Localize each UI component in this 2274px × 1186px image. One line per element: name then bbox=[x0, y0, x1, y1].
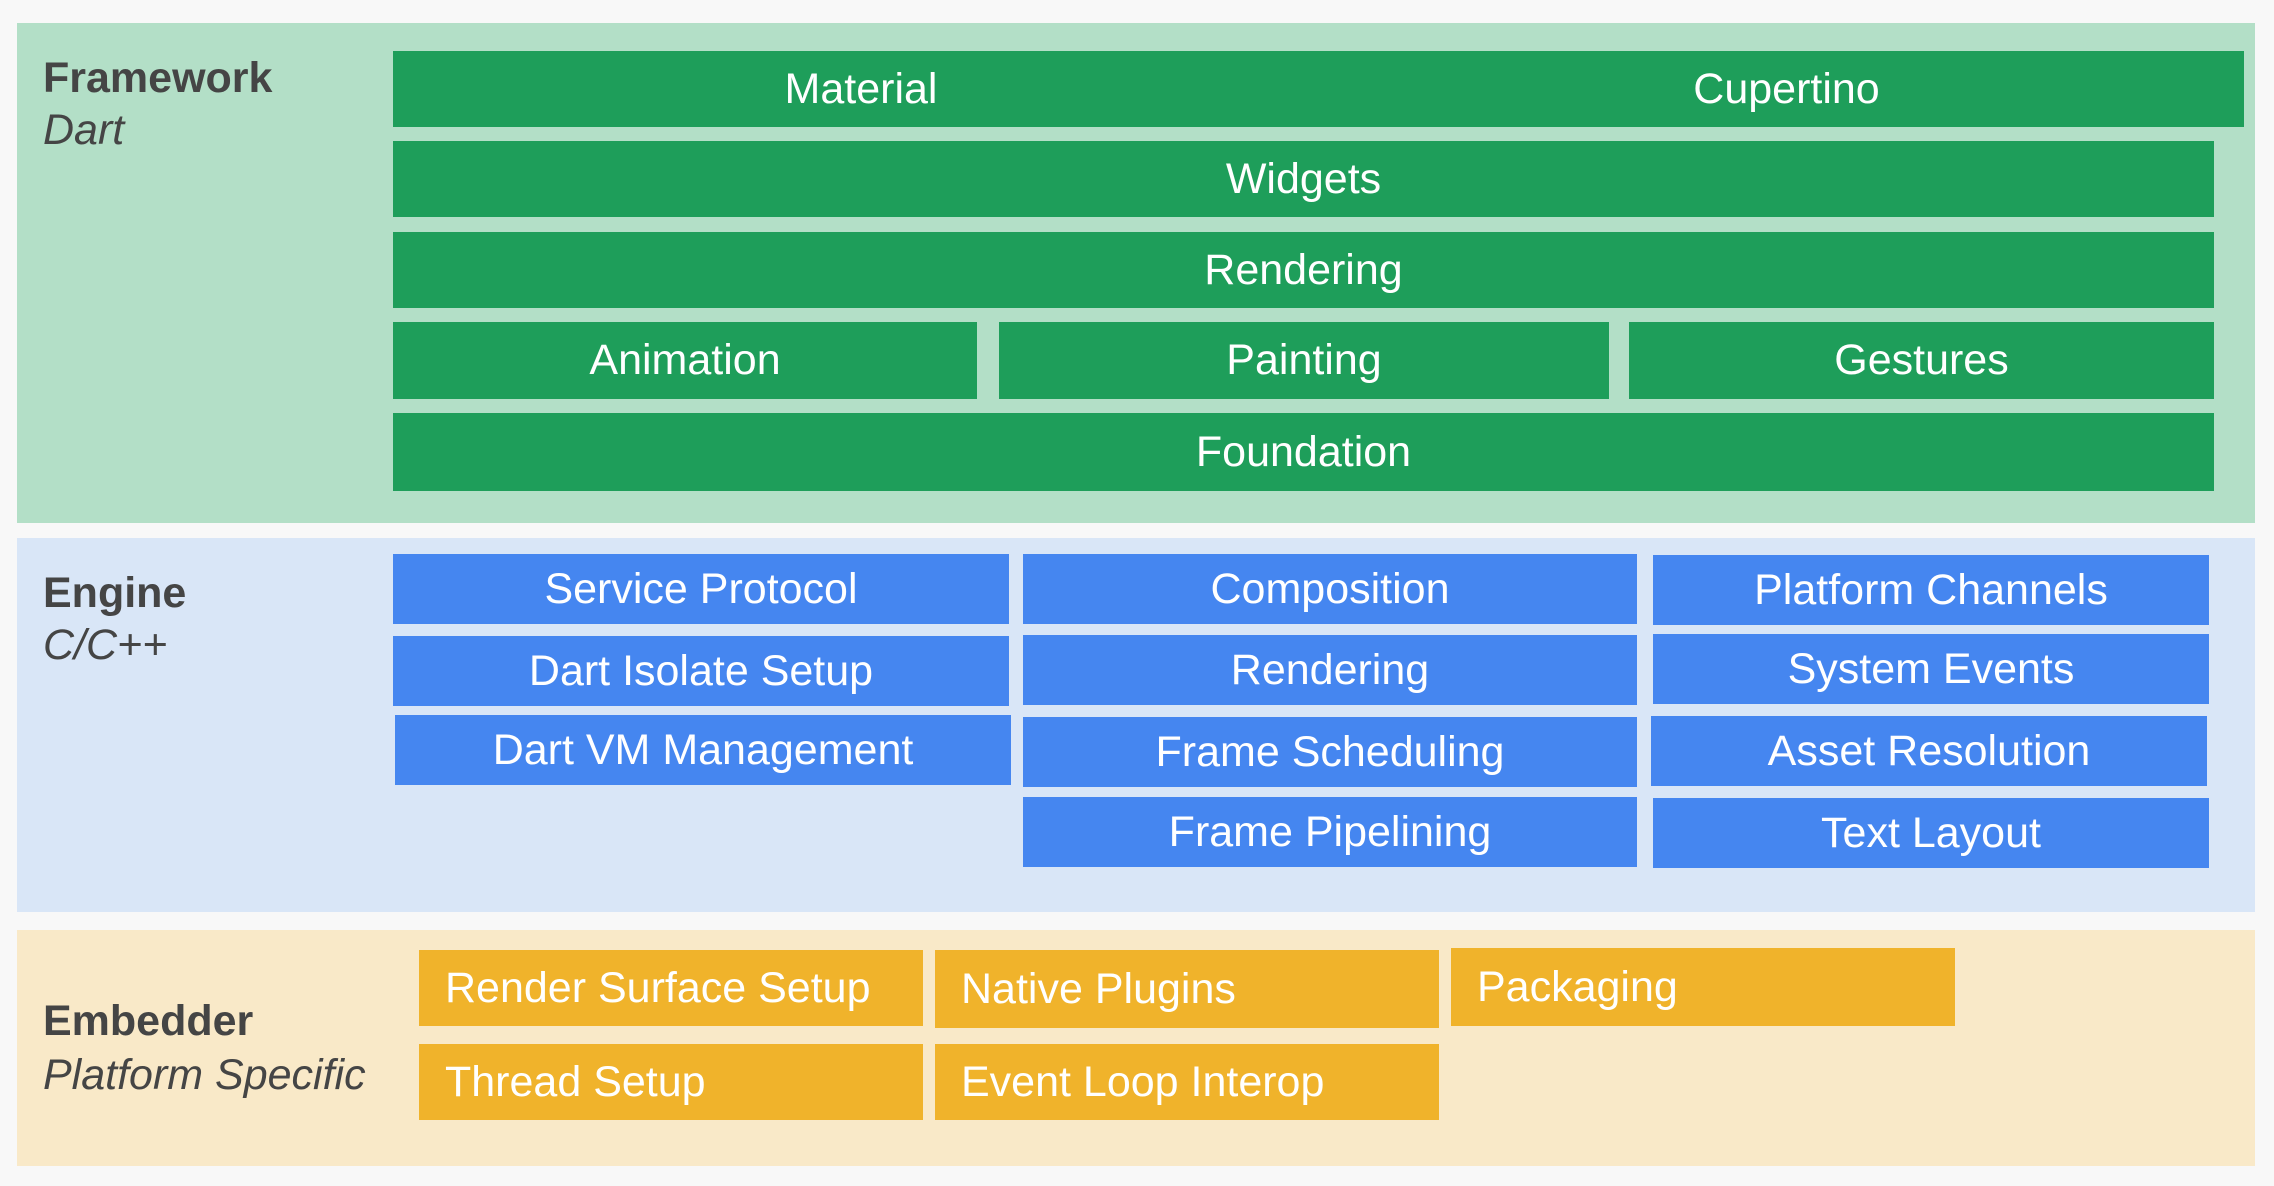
block-rendering: Rendering bbox=[393, 232, 2214, 308]
block-gestures: Gestures bbox=[1629, 322, 2214, 399]
engine-layer: Engine C/C++ Service Protocol Dart Isola… bbox=[17, 538, 2255, 912]
engine-layer-subtitle: C/C++ bbox=[43, 621, 168, 669]
engine-layer-title: Engine bbox=[43, 569, 187, 617]
block-thread-setup: Thread Setup bbox=[419, 1044, 923, 1120]
block-widgets: Widgets bbox=[393, 141, 2214, 217]
block-dart-isolate-setup: Dart Isolate Setup bbox=[393, 636, 1009, 706]
block-animation: Animation bbox=[393, 322, 977, 399]
block-cupertino: Cupertino bbox=[1329, 51, 2244, 127]
block-engine-rendering: Rendering bbox=[1023, 635, 1637, 705]
block-system-events: System Events bbox=[1653, 634, 2209, 704]
block-frame-pipelining: Frame Pipelining bbox=[1023, 797, 1637, 867]
block-event-loop-interop: Event Loop Interop bbox=[935, 1044, 1439, 1120]
block-native-plugins: Native Plugins bbox=[935, 950, 1439, 1028]
block-packaging: Packaging bbox=[1451, 948, 1955, 1026]
embedder-layer-subtitle: Platform Specific bbox=[43, 1051, 366, 1099]
framework-layer-title: Framework bbox=[43, 54, 273, 102]
block-text-layout: Text Layout bbox=[1653, 798, 2209, 868]
block-frame-scheduling: Frame Scheduling bbox=[1023, 717, 1637, 787]
framework-layer: Framework Dart Material Cupertino Widget… bbox=[17, 23, 2255, 523]
embedder-layer: Embedder Platform Specific Render Surfac… bbox=[17, 930, 2255, 1166]
block-platform-channels: Platform Channels bbox=[1653, 555, 2209, 625]
block-painting: Painting bbox=[999, 322, 1609, 399]
block-foundation: Foundation bbox=[393, 413, 2214, 491]
block-service-protocol: Service Protocol bbox=[393, 554, 1009, 624]
embedder-layer-title: Embedder bbox=[43, 997, 254, 1045]
block-material: Material bbox=[393, 51, 1329, 127]
framework-layer-subtitle: Dart bbox=[43, 106, 125, 154]
block-asset-resolution: Asset Resolution bbox=[1651, 716, 2207, 786]
block-composition: Composition bbox=[1023, 554, 1637, 624]
block-dart-vm-management: Dart VM Management bbox=[395, 715, 1011, 785]
block-render-surface-setup: Render Surface Setup bbox=[419, 950, 923, 1026]
